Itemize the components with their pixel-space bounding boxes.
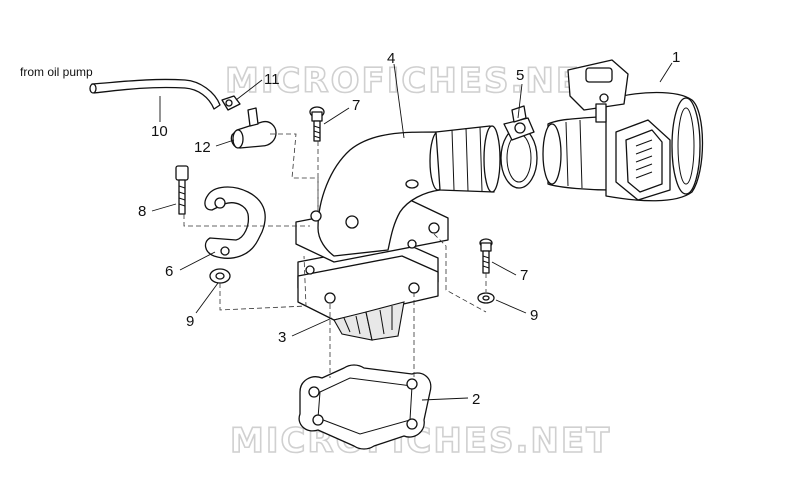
assembly-lines [183, 133, 487, 378]
watermark-top: MICROFICHES.NET [225, 61, 606, 101]
washer-right [477, 292, 495, 304]
throttle-body [542, 59, 704, 202]
clamp-bracket [204, 186, 266, 259]
callout-11: 11 [264, 71, 280, 88]
oil-hose [89, 78, 221, 110]
callout-12: 12 [194, 139, 211, 156]
screw-7-right [479, 238, 493, 274]
callout-8: 8 [138, 203, 146, 220]
gasket [298, 364, 432, 450]
banjo-fitting [230, 107, 277, 149]
callout-5: 5 [516, 67, 524, 84]
hose-clamp [500, 105, 538, 189]
hose-clip [221, 95, 241, 111]
washer-left [209, 268, 231, 284]
callout-7-top: 7 [352, 97, 360, 114]
callout-3: 3 [278, 329, 286, 346]
callout-9-right: 9 [530, 307, 538, 324]
callout-9-left: 9 [186, 313, 194, 330]
intake-manifold [295, 125, 501, 263]
callout-4: 4 [387, 50, 395, 67]
leader-lines [151, 62, 673, 401]
callout-7-right: 7 [520, 267, 528, 284]
bolt-8 [175, 165, 189, 215]
screw-7-top [309, 106, 325, 142]
callout-10: 10 [151, 123, 168, 140]
callout-6: 6 [165, 263, 173, 280]
callout-2: 2 [472, 391, 480, 408]
oil-pump-note: from oil pump [20, 65, 93, 79]
callout-numbers: 1 2 3 4 5 6 7 7 8 9 9 10 11 12 [138, 49, 680, 408]
reed-valve [297, 241, 439, 341]
callout-1: 1 [672, 49, 680, 66]
